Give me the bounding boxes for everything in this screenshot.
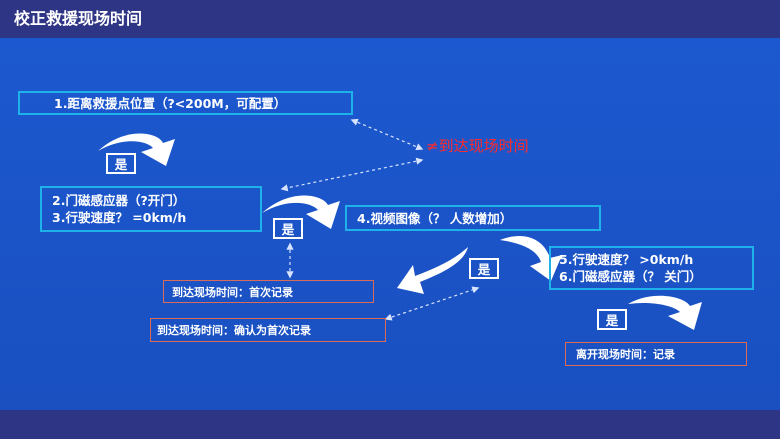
- yes-label-4: 是: [605, 313, 619, 328]
- yes-badge-3: 是: [469, 258, 499, 279]
- record-departure-text: 离开现场时间：记录: [576, 348, 675, 361]
- condition-speed-zero-text: 3.行驶速度？ =0km/h: [52, 210, 187, 225]
- page-title: 校正救援现场时间: [14, 9, 143, 28]
- slide-body: [0, 38, 780, 410]
- condition-box-departure: 5.行驶速度？ >0km/h 6.门磁感应器（？ 关门）: [549, 246, 754, 290]
- record-arrival-confirmed-text: 到达现场时间：确认为首次记录: [157, 324, 311, 337]
- yes-label-2: 是: [281, 222, 295, 237]
- yes-badge-4: 是: [597, 309, 627, 330]
- condition-door-close-text: 6.门磁感应器（？ 关门）: [559, 269, 702, 284]
- record-departure: 离开现场时间：记录: [565, 342, 747, 366]
- condition-distance-text: 1.距离救援点位置（?<200M，可配置）: [54, 96, 287, 111]
- yes-badge-1: 是: [106, 153, 136, 174]
- condition-box-distance: 1.距离救援点位置（?<200M，可配置）: [18, 91, 353, 115]
- condition-door-open-text: 2.门磁感应器（?开门）: [52, 193, 186, 208]
- condition-speed-moving-text: 5.行驶速度？ >0km/h: [559, 252, 694, 267]
- not-arrival-time-note: ≠到达现场时间: [426, 137, 529, 155]
- record-arrival-first: 到达现场时间：首次记录: [163, 280, 374, 303]
- condition-box-door-speed: 2.门磁感应器（?开门） 3.行驶速度？ =0km/h: [40, 186, 262, 232]
- yes-label-3: 是: [477, 262, 491, 277]
- record-arrival-confirmed: 到达现场时间：确认为首次记录: [150, 318, 386, 342]
- footer-bar: [0, 410, 780, 439]
- yes-badge-2: 是: [273, 218, 303, 239]
- condition-video-text: 4.视频图像（？ 人数增加）: [357, 211, 513, 226]
- condition-box-video: 4.视频图像（？ 人数增加）: [345, 205, 601, 231]
- yes-label-1: 是: [114, 157, 128, 172]
- header-bar: 校正救援现场时间: [0, 0, 780, 38]
- record-arrival-first-text: 到达现场时间：首次记录: [172, 286, 293, 299]
